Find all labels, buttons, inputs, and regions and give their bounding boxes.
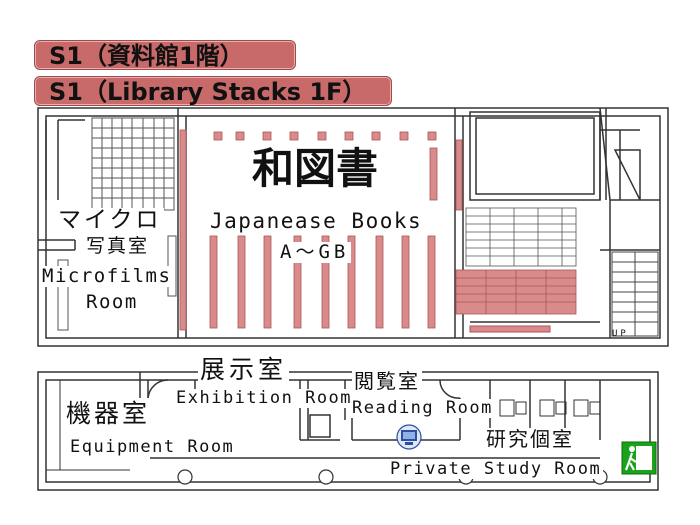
microfilms-jp-label-2: 写真室: [84, 235, 152, 257]
exhibition-en-label: Exhibition Room: [174, 388, 355, 408]
reading-en-label: Reading Room: [350, 398, 495, 418]
stairs-up-label: UP: [612, 329, 629, 339]
upper-block-walls: [37, 107, 669, 347]
floor-title-en: S1（Library Stacks 1F）: [34, 76, 392, 106]
microfilm-wall-shelf: [57, 259, 69, 331]
lower-block-walls: [37, 371, 659, 491]
corridor-lines: [46, 380, 130, 471]
equipment-jp-label: 機器室: [64, 399, 153, 428]
floor-title-jp-text: S1（資料館1階）: [49, 42, 244, 70]
compact-shelving-grid: [465, 207, 577, 267]
emergency-exit-icon: [621, 441, 657, 475]
floor-title-jp: S1（資料館1階）: [34, 40, 296, 70]
microfilms-jp-label-1: マイクロ: [56, 207, 164, 233]
japanese-books-jp-label: 和図書: [212, 146, 418, 196]
microfilm-cabinet-grid: [91, 117, 175, 211]
compact-shelving-red-lines: [456, 270, 576, 314]
equipment-en-label: Equipment Room: [68, 437, 237, 457]
main-stack-shelves: [179, 129, 463, 331]
microfilms-en-label-2: Room: [84, 291, 140, 313]
staircase: [611, 251, 659, 337]
bottom-shelf: [469, 325, 551, 333]
microfilms-en-label-1: Microfilms: [40, 265, 174, 287]
floor-title-en-text: S1（Library Stacks 1F）: [49, 78, 367, 106]
study-en-label: Private Study Room: [388, 459, 604, 479]
exhibition-jp-label: 展示室: [198, 355, 290, 384]
japanese-books-en-label: Japanease Books: [208, 209, 425, 233]
japanese-books-range-label: A～GB: [278, 241, 352, 263]
reading-jp-label: 閲覧室: [352, 369, 422, 393]
computer-icon: [396, 424, 422, 450]
study-jp-label: 研究個室: [484, 427, 576, 451]
